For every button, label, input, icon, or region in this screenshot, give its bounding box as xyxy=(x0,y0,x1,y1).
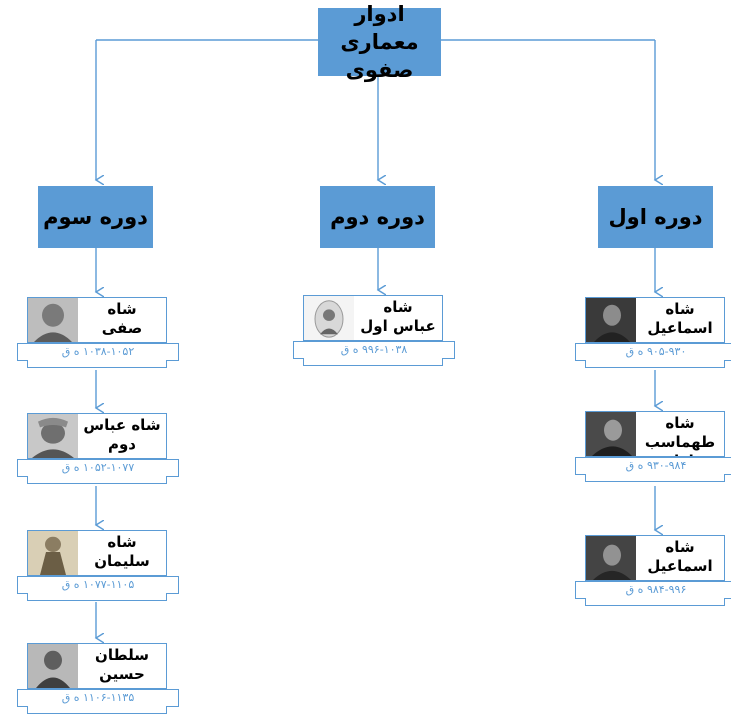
ruler-name: شاه عباس اول xyxy=(360,298,436,335)
ruler-name: شاه صفی xyxy=(101,300,143,337)
ruler-dates: ۹۰۵-۹۳۰ ه ق xyxy=(575,343,731,361)
period-node-first: دوره اول xyxy=(598,186,713,248)
portrait-icon xyxy=(586,536,636,580)
ruler-dates: ۱۰۷۷-۱۱۰۵ ه ق xyxy=(17,576,179,594)
ruler-dates: ۱۰۳۸-۱۰۵۲ ه ق xyxy=(17,343,179,361)
portrait-icon xyxy=(586,412,636,456)
ruler-name: شاه طهماسب اول xyxy=(644,414,716,456)
ruler-name: شاه سلیمان xyxy=(94,533,150,570)
root-node: ادوار معماری صفوی xyxy=(318,2,441,82)
period-title: دوره سوم xyxy=(43,205,148,229)
ruler-dates: ۱۱۰۶-۱۱۳۵ ه ق xyxy=(17,689,179,707)
ruler-name: شاه عباس دوم xyxy=(83,416,161,453)
ruler-dates: ۹۹۶-۱۰۳۸ ه ق xyxy=(293,341,455,359)
ruler-dates: ۹۸۴-۹۹۶ ه ق xyxy=(575,581,731,599)
ruler-name: سلطان حسین xyxy=(95,646,149,683)
period-title: دوره اول xyxy=(608,205,703,229)
portrait-icon xyxy=(28,531,78,575)
root-connectors xyxy=(96,39,655,180)
period-node-third: دوره سوم xyxy=(38,186,153,248)
portrait-icon xyxy=(28,644,78,688)
ruler-name: شاه اسماعیل xyxy=(647,300,713,337)
period-node-second: دوره دوم xyxy=(320,186,435,248)
portrait-icon xyxy=(304,296,354,340)
ruler-name: شاه اسماعیل دوم xyxy=(647,538,713,580)
root-title: ادوار معماری صفوی xyxy=(340,2,419,82)
portrait-icon xyxy=(586,298,636,342)
period-title: دوره دوم xyxy=(330,205,425,229)
portrait-icon xyxy=(28,414,78,458)
portrait-icon xyxy=(28,298,78,342)
ruler-dates: ۱۰۵۲-۱۰۷۷ ه ق xyxy=(17,459,179,477)
ruler-dates: ۹۳۰-۹۸۴ ه ق xyxy=(575,457,731,475)
period-connectors xyxy=(96,248,655,638)
